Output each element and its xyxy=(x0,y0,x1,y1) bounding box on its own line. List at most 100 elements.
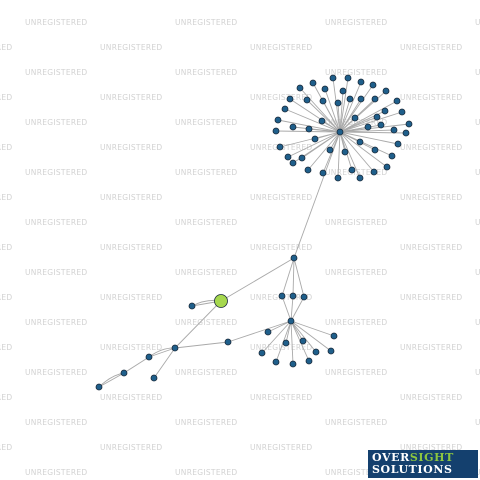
watermark-text: UNREGISTERED xyxy=(400,43,462,52)
node[interactable] xyxy=(224,338,232,346)
node[interactable] xyxy=(95,383,103,391)
watermark-text: UNREGISTERED xyxy=(175,118,237,127)
watermark-text: UNREGISTERED xyxy=(100,93,162,102)
node[interactable] xyxy=(364,123,372,131)
node[interactable] xyxy=(373,113,381,121)
node[interactable] xyxy=(351,114,359,122)
node[interactable] xyxy=(264,328,272,336)
node[interactable] xyxy=(371,146,379,154)
node[interactable] xyxy=(344,74,352,82)
node[interactable] xyxy=(311,135,319,143)
node[interactable] xyxy=(284,153,292,161)
edge xyxy=(293,257,305,298)
node[interactable] xyxy=(272,127,280,135)
edge xyxy=(290,320,294,365)
node[interactable] xyxy=(286,95,294,103)
node[interactable] xyxy=(393,97,401,105)
node[interactable] xyxy=(319,97,327,105)
node[interactable] xyxy=(282,339,290,347)
focus-node[interactable] xyxy=(214,294,228,308)
logo-word-over: OVER xyxy=(372,451,410,464)
watermark-text: UNREGISTERED xyxy=(400,293,462,302)
watermark-text: UNREGISTERED xyxy=(250,43,312,52)
node[interactable] xyxy=(120,369,128,377)
node[interactable] xyxy=(381,107,389,115)
node[interactable] xyxy=(150,374,158,382)
watermark-text: UNREGISTERED xyxy=(175,418,237,427)
node[interactable] xyxy=(377,121,385,129)
edge xyxy=(292,257,295,297)
node[interactable] xyxy=(341,148,349,156)
node[interactable] xyxy=(305,357,313,365)
node[interactable] xyxy=(327,347,335,355)
node[interactable] xyxy=(272,358,280,366)
node[interactable] xyxy=(329,74,337,82)
watermark-text: UNREGISTERED xyxy=(25,118,87,127)
node[interactable] xyxy=(289,159,297,167)
node[interactable] xyxy=(289,123,297,131)
node[interactable] xyxy=(357,78,365,86)
node[interactable] xyxy=(357,95,365,103)
node[interactable] xyxy=(303,96,311,104)
node[interactable] xyxy=(382,87,390,95)
node[interactable] xyxy=(334,99,342,107)
node[interactable] xyxy=(346,95,354,103)
watermark-text: UNREGISTERED xyxy=(25,18,87,27)
node[interactable] xyxy=(258,349,266,357)
node[interactable] xyxy=(356,174,364,182)
watermark-text: UNREGISTERED xyxy=(325,268,387,277)
watermark-text: UNREGISTERED xyxy=(475,368,480,377)
node[interactable] xyxy=(348,166,356,174)
node[interactable] xyxy=(370,168,378,176)
node[interactable] xyxy=(394,140,402,148)
node[interactable] xyxy=(298,154,306,162)
node[interactable] xyxy=(398,108,406,116)
node[interactable] xyxy=(402,129,410,137)
edge xyxy=(337,102,341,133)
node[interactable] xyxy=(339,87,347,95)
node[interactable] xyxy=(405,120,413,128)
node[interactable] xyxy=(312,348,320,356)
node[interactable] xyxy=(296,84,304,92)
node[interactable] xyxy=(188,302,196,310)
watermark-text: UNREGISTERED xyxy=(475,68,480,77)
node[interactable] xyxy=(274,116,282,124)
hub-node[interactable] xyxy=(287,317,295,325)
node[interactable] xyxy=(321,85,329,93)
node[interactable] xyxy=(171,344,179,352)
node[interactable] xyxy=(319,169,327,177)
edge xyxy=(174,300,222,349)
watermark-text: UNREGISTERED xyxy=(175,368,237,377)
node[interactable] xyxy=(289,360,297,368)
node[interactable] xyxy=(369,81,377,89)
edge xyxy=(337,131,341,179)
node[interactable] xyxy=(334,174,342,182)
node[interactable] xyxy=(278,292,286,300)
node[interactable] xyxy=(289,292,297,300)
node[interactable] xyxy=(330,332,338,340)
node[interactable] xyxy=(388,152,396,160)
edge xyxy=(148,347,176,358)
node[interactable] xyxy=(290,254,298,262)
watermark-text: UNREGISTERED xyxy=(0,193,12,202)
watermark-text: UNREGISTERED xyxy=(25,468,87,477)
node[interactable] xyxy=(318,117,326,125)
node[interactable] xyxy=(390,126,398,134)
node[interactable] xyxy=(326,146,334,154)
watermark-text: UNREGISTERED xyxy=(100,243,162,252)
node[interactable] xyxy=(300,293,308,301)
edge xyxy=(98,372,125,388)
edge xyxy=(261,320,292,354)
hub-node[interactable] xyxy=(336,128,344,136)
node[interactable] xyxy=(145,353,153,361)
node[interactable] xyxy=(309,79,317,87)
edge xyxy=(307,131,341,171)
node[interactable] xyxy=(276,143,284,151)
node[interactable] xyxy=(305,125,313,133)
node[interactable] xyxy=(383,163,391,171)
node[interactable] xyxy=(299,337,307,345)
node[interactable] xyxy=(304,166,312,174)
node[interactable] xyxy=(281,105,289,113)
node[interactable] xyxy=(356,138,364,146)
node[interactable] xyxy=(371,95,379,103)
